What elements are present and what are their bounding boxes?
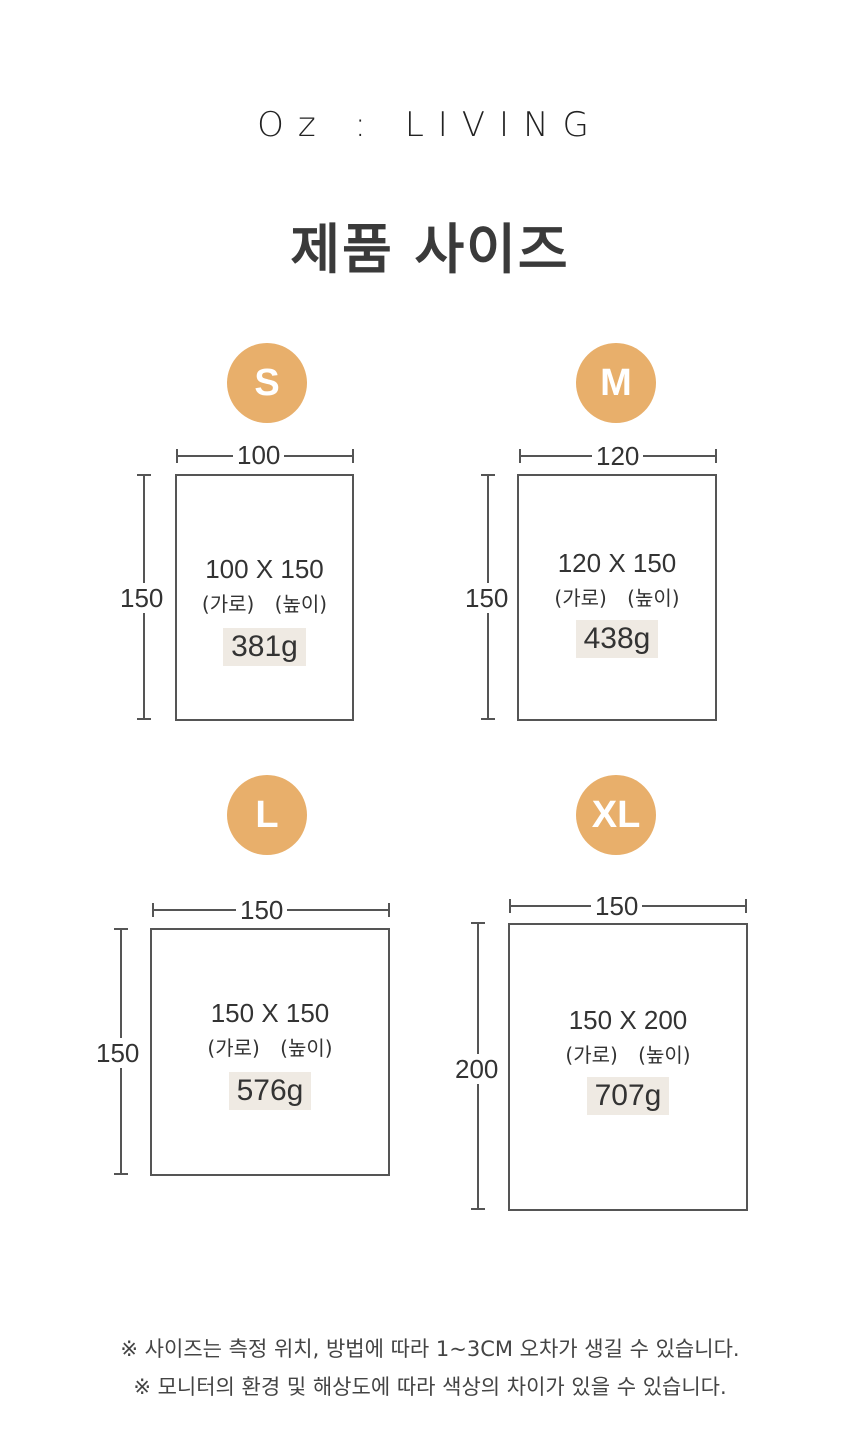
dimensions-text: 150 X 200 <box>568 1005 688 1035</box>
page-title: 제품 사이즈 <box>290 218 570 281</box>
tick <box>471 1208 485 1210</box>
dimension-labels: (가로) (높이) <box>554 586 680 610</box>
size-box-xl: 150 X 200 (가로) (높이) 707g <box>508 923 748 1211</box>
tick <box>152 903 154 917</box>
size-box-m: 120 X 150 (가로) (높이) 438g <box>517 474 717 721</box>
brand-logo: Oz : LIVING <box>257 105 603 145</box>
dimension-labels: (가로) (높이) <box>207 1036 333 1060</box>
weight-badge: 576g <box>228 1072 312 1110</box>
tick <box>745 899 747 913</box>
size-box-l: 150 X 150 (가로) (높이) 576g <box>150 928 390 1176</box>
height-label-l: 150 <box>92 1038 144 1068</box>
width-label-m: 120 <box>592 441 644 471</box>
size-badge-xl: XL <box>576 775 656 855</box>
tick <box>388 903 390 917</box>
size-badge-l: L <box>227 775 307 855</box>
tick <box>509 899 511 913</box>
tick <box>114 1173 128 1175</box>
weight-badge: 381g <box>223 628 306 666</box>
tick <box>519 449 521 463</box>
weight-badge: 707g <box>586 1077 670 1115</box>
height-label-xl: 200 <box>451 1054 503 1084</box>
note-measurement: ※ 사이즈는 측정 위치, 방법에 따라 1~3CM 오차가 생길 수 있습니다… <box>120 1337 740 1361</box>
height-label-m: 150 <box>461 583 513 613</box>
tick <box>471 922 485 924</box>
size-box-s: 100 X 150 (가로) (높이) 381g <box>175 474 354 721</box>
tick <box>481 718 495 720</box>
height-label-s: 150 <box>116 583 168 613</box>
dimensions-text: 150 X 150 <box>210 998 330 1028</box>
width-label-s: 100 <box>233 440 285 470</box>
tick <box>114 928 128 930</box>
size-badge-s: S <box>227 343 307 423</box>
dimension-labels: (가로) (높이) <box>565 1043 691 1067</box>
tick <box>137 474 151 476</box>
dimension-labels: (가로) (높이) <box>201 592 328 616</box>
dimensions-text: 120 X 150 <box>557 548 677 578</box>
tick <box>137 718 151 720</box>
weight-badge: 438g <box>575 620 659 658</box>
tick <box>481 474 495 476</box>
tick <box>715 449 717 463</box>
dimensions-text: 100 X 150 <box>205 554 324 584</box>
width-label-l: 150 <box>236 895 288 925</box>
size-badge-m: M <box>576 343 656 423</box>
width-label-xl: 150 <box>591 891 643 921</box>
note-monitor: ※ 모니터의 환경 및 해상도에 따라 색상의 차이가 있을 수 있습니다. <box>133 1375 727 1399</box>
tick <box>352 449 354 463</box>
tick <box>176 449 178 463</box>
